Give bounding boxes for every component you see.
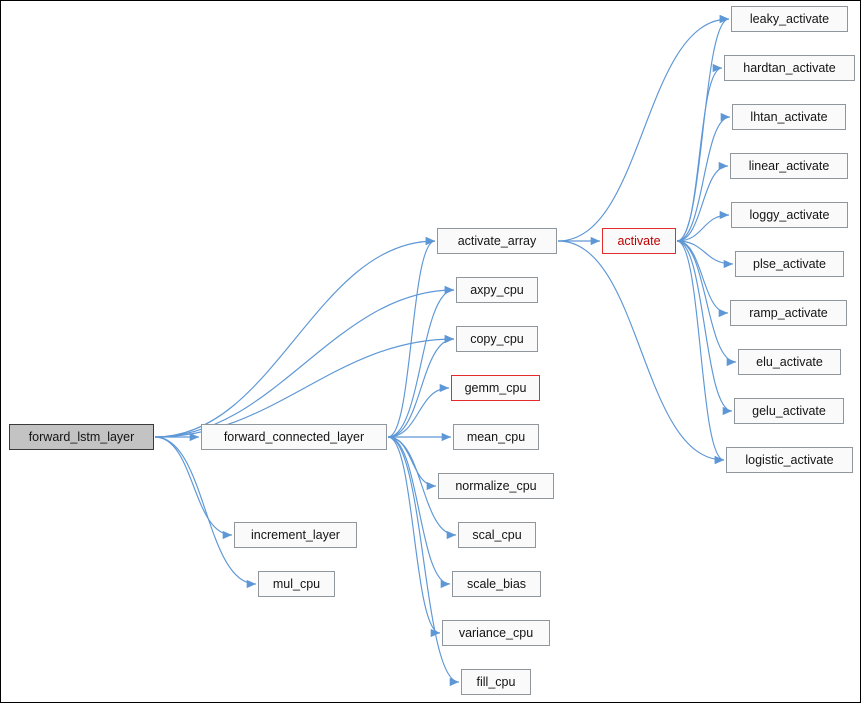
edge-activate-to-gelu_activate — [676, 240, 733, 416]
edge-forward_connected_layer-to-axpy_cpu — [387, 285, 455, 438]
edge-activate-to-ramp_activate — [676, 240, 729, 318]
edge-activate-to-lhtan_activate — [676, 112, 731, 242]
graph-node-normalize_cpu[interactable]: normalize_cpu — [438, 473, 554, 499]
edge-forward_connected_layer-to-activate_array — [387, 236, 436, 438]
edge-activate-to-elu_activate — [676, 240, 737, 367]
edge-activate-to-plse_activate — [676, 240, 734, 269]
graph-node-scal_cpu[interactable]: scal_cpu — [458, 522, 536, 548]
graph-node-plse_activate[interactable]: plse_activate — [735, 251, 844, 277]
edge-activate-to-linear_activate — [676, 161, 729, 242]
edge-forward_connected_layer-to-fill_cpu — [387, 436, 460, 687]
edge-activate_array-to-logistic_activate — [557, 240, 725, 465]
edge-activate-to-logistic_activate — [676, 240, 725, 465]
graph-node-elu_activate[interactable]: elu_activate — [738, 349, 841, 375]
graph-node-ramp_activate[interactable]: ramp_activate — [730, 300, 847, 326]
edge-forward_lstm_layer-to-activate_array — [154, 236, 436, 438]
graph-node-hardtan_activate[interactable]: hardtan_activate — [724, 55, 855, 81]
edge-forward_lstm_layer-to-axpy_cpu — [154, 285, 455, 438]
edge-activate-to-hardtan_activate — [676, 63, 723, 242]
graph-node-forward_lstm_layer[interactable]: forward_lstm_layer — [9, 424, 154, 450]
edge-forward_connected_layer-to-scal_cpu — [387, 436, 457, 540]
graph-node-linear_activate[interactable]: linear_activate — [730, 153, 848, 179]
edge-forward_lstm_layer-to-copy_cpu — [154, 334, 455, 438]
edge-forward_connected_layer-to-gemm_cpu — [387, 383, 450, 438]
graph-node-loggy_activate[interactable]: loggy_activate — [731, 202, 848, 228]
edge-forward_connected_layer-to-variance_cpu — [387, 436, 441, 638]
graph-node-mean_cpu[interactable]: mean_cpu — [453, 424, 539, 450]
graph-node-activate[interactable]: activate — [602, 228, 676, 254]
graph-node-forward_connected_layer[interactable]: forward_connected_layer — [201, 424, 387, 450]
graph-node-fill_cpu[interactable]: fill_cpu — [461, 669, 531, 695]
graph-node-lhtan_activate[interactable]: lhtan_activate — [732, 104, 846, 130]
graph-node-copy_cpu[interactable]: copy_cpu — [456, 326, 538, 352]
graph-node-scale_bias[interactable]: scale_bias — [452, 571, 541, 597]
graph-node-increment_layer[interactable]: increment_layer — [234, 522, 357, 548]
edge-forward_connected_layer-to-scale_bias — [387, 436, 451, 589]
graph-node-mul_cpu[interactable]: mul_cpu — [258, 571, 335, 597]
graph-node-logistic_activate[interactable]: logistic_activate — [726, 447, 853, 473]
edge-forward_lstm_layer-to-mul_cpu — [154, 436, 257, 589]
graph-node-gemm_cpu[interactable]: gemm_cpu — [451, 375, 540, 401]
edge-activate-to-loggy_activate — [676, 210, 730, 242]
graph-node-gelu_activate[interactable]: gelu_activate — [734, 398, 844, 424]
graph-node-leaky_activate[interactable]: leaky_activate — [731, 6, 848, 32]
graph-node-variance_cpu[interactable]: variance_cpu — [442, 620, 550, 646]
edge-forward_lstm_layer-to-increment_layer — [154, 436, 233, 540]
graph-node-activate_array[interactable]: activate_array — [437, 228, 557, 254]
edge-forward_connected_layer-to-copy_cpu — [387, 334, 455, 438]
edge-activate_array-to-leaky_activate — [557, 14, 730, 242]
graph-node-axpy_cpu[interactable]: axpy_cpu — [456, 277, 538, 303]
